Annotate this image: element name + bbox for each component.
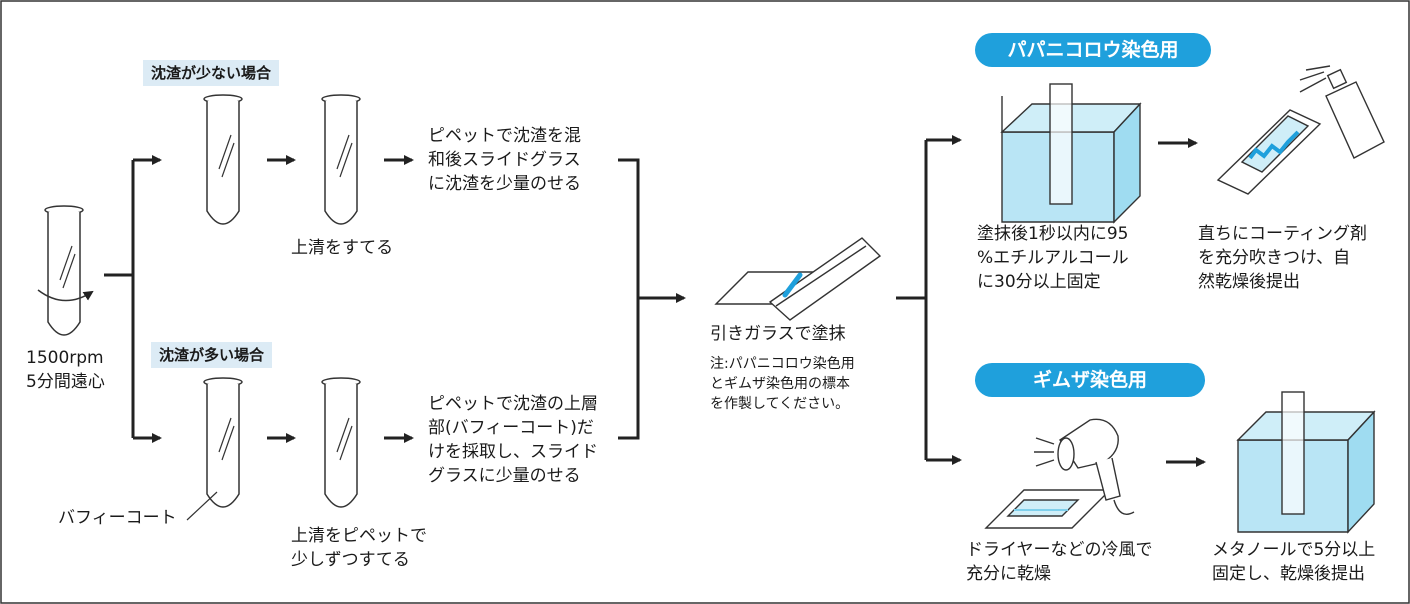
giemsa-title: ギムザ染色用 [975, 363, 1205, 397]
tube-few-2 [321, 94, 361, 225]
split-lines [896, 135, 962, 465]
buffy-coat-label: バフィーコート [58, 508, 177, 528]
smear-note: 注:パパニコロウ染色用 とギムザ染色用の標本 を作製してください。 [710, 356, 855, 412]
spray-can [1299, 65, 1385, 159]
centrifuge-tube [37, 205, 94, 336]
coated-slide [1216, 109, 1322, 195]
giemsa-dry-text: ドライヤーなどの冷風で 充分に乾燥 [966, 540, 1153, 584]
methanol-jar [1236, 391, 1376, 534]
few-sediment-heading: 沈渣が少ない場合 [143, 60, 280, 86]
tube-few-1 [203, 94, 243, 225]
smear-slides [714, 237, 882, 321]
many-sediment-step-text: ピペットで沈渣の上層 部(バフィーコート)だ けを採取し、スライド グラスに少量… [428, 394, 598, 486]
alcohol-jar [1000, 83, 1142, 224]
few-sediment-tube-caption: 上清をすてる [291, 238, 394, 258]
centrifuge-label: 1500rpm 5分間遠心 [26, 348, 105, 392]
dryer-slide [984, 489, 1112, 529]
many-sediment-heading: 沈渣が多い場合 [151, 342, 273, 368]
smear-caption: 引きガラスで塗抹 [710, 324, 846, 344]
few-sediment-step-text: ピペットで沈渣を混 和後スライドグラス に沈渣を少量のせる [428, 126, 581, 194]
papanicolaou-title: パパニコロウ染色用 [975, 33, 1211, 67]
tube-many-2 [321, 377, 361, 508]
giemsa-fix-text: メタノールで5分以上 固定し、乾燥後提出 [1212, 540, 1376, 584]
merge-lines [618, 158, 686, 440]
branch-lines [104, 155, 162, 443]
papanicolaou-fix-text: 塗抹後1秒以内に95 %エチルアルコール に30分以上固定 [977, 224, 1129, 292]
many-sediment-tube-caption: 上清をピペットで 少しずつすてる [291, 526, 427, 570]
papanicolaou-coat-text: 直ちにコーティング剤 を充分吹きつけ、自 然乾燥後提出 [1198, 224, 1367, 292]
tube-many-1 [186, 377, 243, 521]
hair-dryer [1034, 418, 1135, 515]
